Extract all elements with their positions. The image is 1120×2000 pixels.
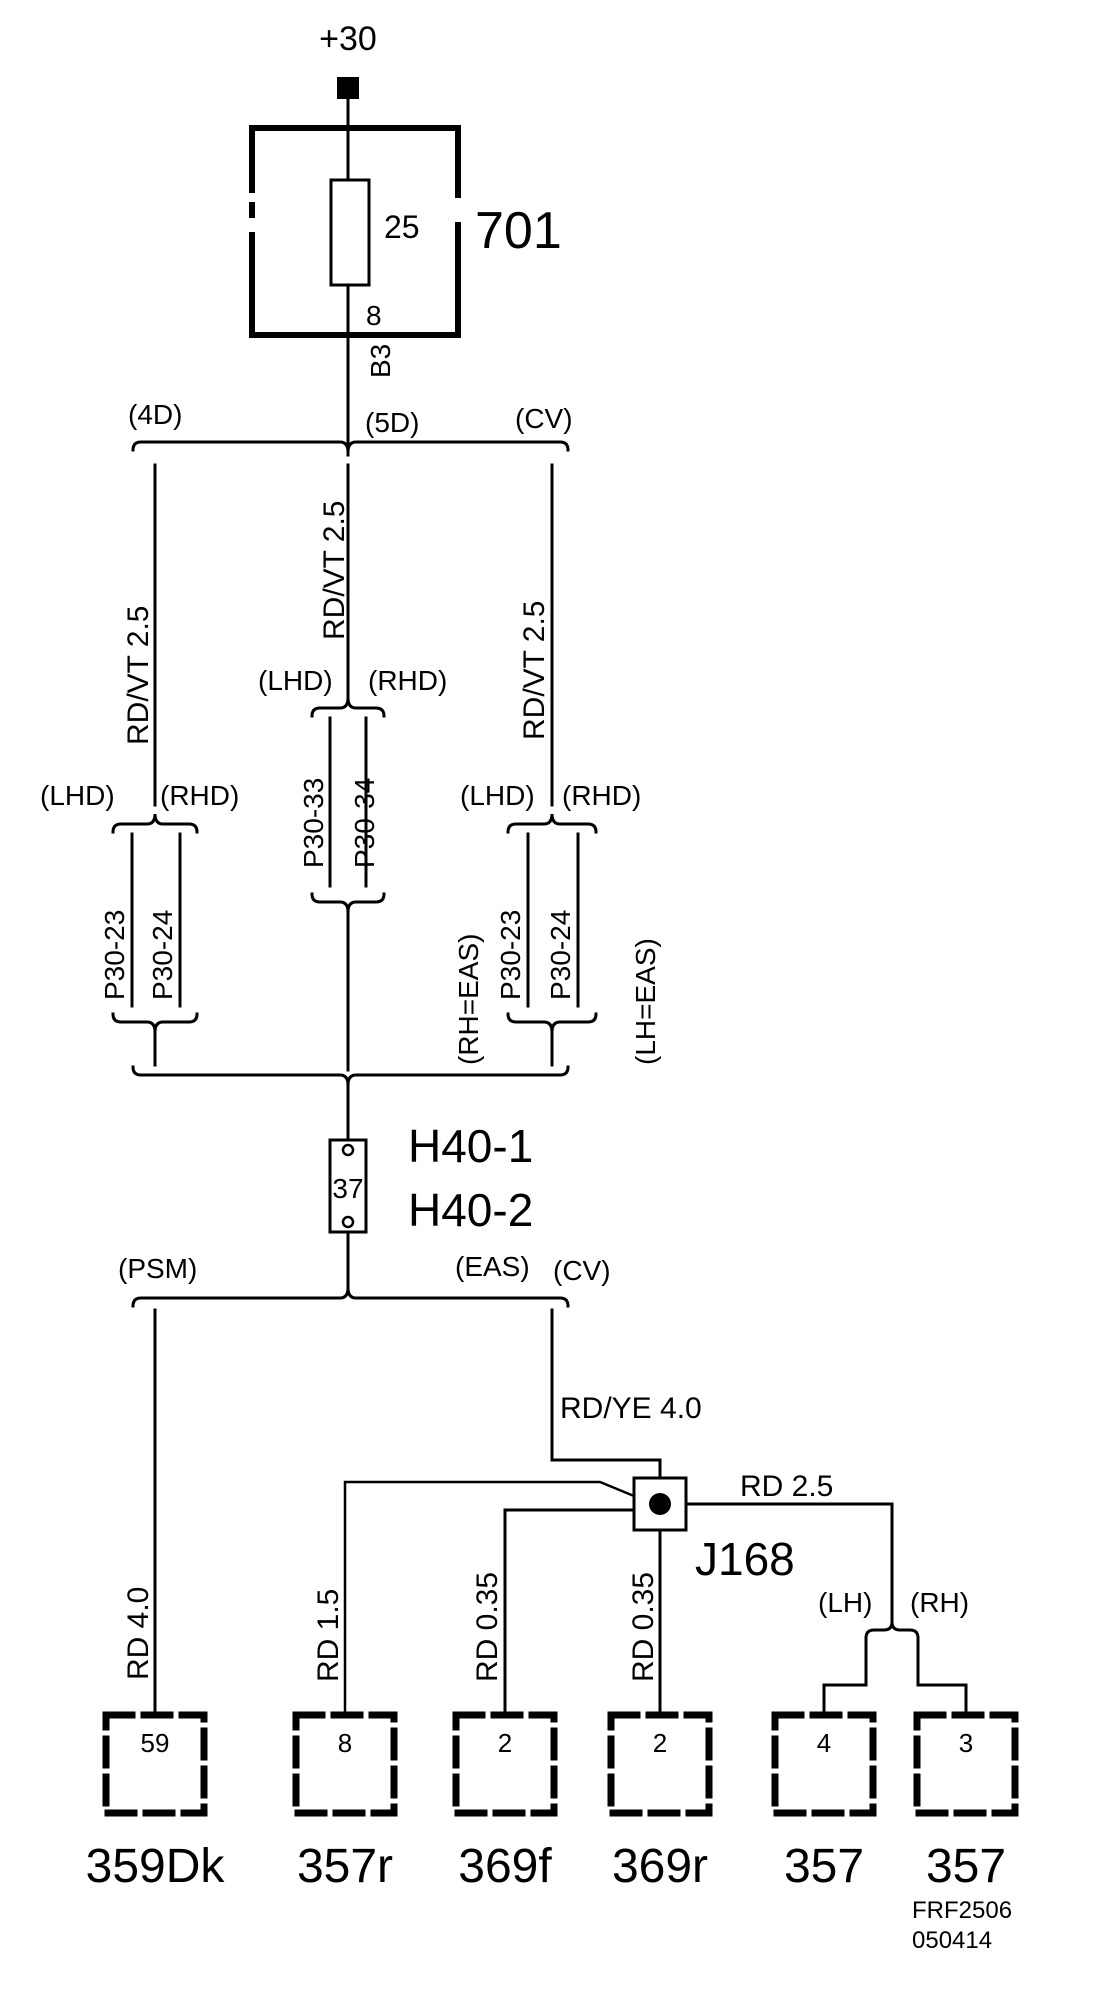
fuse-box-701 [249, 125, 461, 338]
connector-pin: 59 [141, 1728, 170, 1758]
supply-label: +30 [319, 20, 377, 58]
middle-lhd: (LHD) [258, 665, 333, 696]
right-note-lh-eas: (LH=EAS) [630, 938, 661, 1065]
connector-name: 357r [297, 1840, 393, 1893]
bottom-split-brace [131, 1287, 570, 1308]
connector-357r: 8 357r [292, 1711, 398, 1893]
splice-rh: (RH) [910, 1587, 969, 1618]
connector-369r: 2 369r [607, 1711, 713, 1893]
wire-369f-label: RD 0.35 [471, 1572, 504, 1682]
footer-ref: FRF2506 [912, 1897, 1012, 1924]
wire-359-label: RD 4.0 [122, 1587, 155, 1680]
middle-branch [310, 697, 386, 1072]
right-pin-a: P30-23 [495, 910, 526, 1000]
right-note-rh-eas: (RH=EAS) [453, 934, 484, 1065]
fuse-element [329, 178, 371, 287]
footer-date: 050414 [912, 1927, 992, 1954]
connector-h40-pin: 37 [332, 1173, 363, 1204]
middle-pin-b: P30-34 [349, 778, 380, 868]
connector-pin: 4 [817, 1728, 831, 1758]
top-split-4d: (4D) [128, 399, 182, 430]
splice-out-wire: RD 2.5 [740, 1470, 833, 1503]
wire-middle-label: RD/VT 2.5 [318, 501, 351, 641]
left-pin-b: P30-24 [147, 910, 178, 1000]
middle-rhd: (RHD) [368, 665, 447, 696]
left-lhd: (LHD) [40, 780, 115, 811]
connector-369f: 2 369f [452, 1711, 558, 1893]
bottom-split-psm: (PSM) [118, 1253, 197, 1284]
fuse-pin: 8 [366, 300, 382, 331]
merge-brace [131, 1065, 570, 1086]
supply-terminal [337, 77, 359, 99]
connector-name: 359Dk [86, 1840, 226, 1893]
connector-pin: 3 [959, 1728, 973, 1758]
connector-357-rh: 3 357 [913, 1711, 1019, 1893]
top-split-brace [131, 440, 570, 453]
right-lhd: (LHD) [460, 780, 535, 811]
lh-rh-brace [864, 1621, 920, 1640]
middle-pin-a: P30-33 [298, 778, 329, 868]
top-split-cv: (CV) [515, 403, 573, 434]
right-pin-b: P30-24 [545, 910, 576, 1000]
fuse-box-id: 701 [475, 202, 562, 260]
splice-lh: (LH) [818, 1587, 872, 1618]
connector-pin: 2 [498, 1728, 512, 1758]
connector-name: 357 [784, 1840, 864, 1893]
connector-name: 369f [458, 1840, 552, 1893]
bottom-split-eas: (EAS) [455, 1251, 530, 1282]
top-split-5d: (5D) [365, 407, 419, 438]
right-branch [506, 813, 598, 1067]
wire-369r-label: RD 0.35 [627, 1572, 660, 1682]
connector-pin: 8 [338, 1728, 352, 1758]
connector-357-lh: 4 357 [771, 1711, 877, 1893]
connector-pin: 2 [653, 1728, 667, 1758]
connector-h40-id2: H40-2 [408, 1184, 533, 1236]
connector-359dk: 59 359Dk [86, 1711, 226, 1893]
splice-id: J168 [695, 1533, 795, 1585]
wire-right-label: RD/VT 2.5 [518, 601, 551, 741]
connector-name: 357 [926, 1840, 1006, 1893]
connector-name: 369r [612, 1840, 708, 1893]
splice-node [649, 1493, 671, 1515]
fuse-connector: B3 [365, 344, 396, 378]
right-rhd: (RHD) [562, 780, 641, 811]
connector-h40-id1: H40-1 [408, 1120, 533, 1172]
feed-wire-label: RD/YE 4.0 [560, 1392, 702, 1425]
left-rhd: (RHD) [160, 780, 239, 811]
fuse-rating: 25 [384, 209, 420, 245]
left-pin-a: P30-23 [99, 910, 130, 1000]
wire-357r-label: RD 1.5 [312, 1589, 345, 1682]
wire-left-label: RD/VT 2.5 [122, 606, 155, 746]
bottom-split-cv: (CV) [553, 1255, 611, 1286]
left-branch [111, 813, 199, 1067]
